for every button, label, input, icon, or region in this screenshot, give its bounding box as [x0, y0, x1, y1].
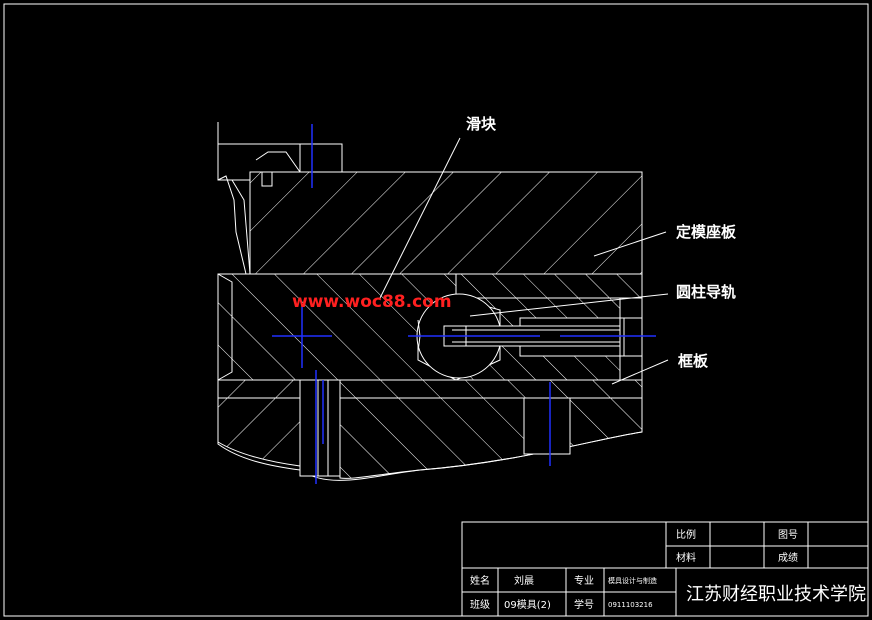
- title-block-scale-label: 比例: [676, 528, 696, 541]
- title-block-class-label: 班级: [470, 599, 490, 611]
- title-block-school: 江苏财经职业技术学院: [686, 584, 866, 605]
- drawing-border: [3, 3, 869, 617]
- title-block-student-no-label: 学号: [574, 598, 594, 611]
- title-block-name-label: 姓名: [470, 574, 490, 587]
- title-block: [461, 521, 869, 617]
- label-guide-rail: 圆柱导轨: [676, 283, 736, 301]
- title-block-drawing-no-label: 图号: [778, 529, 798, 541]
- title-block-name-value: 刘晨: [514, 575, 534, 587]
- title-block-class-value: 09模具(2): [504, 599, 551, 611]
- center-lines: [272, 124, 656, 484]
- label-frame-plate: 框板: [678, 352, 709, 370]
- label-slider: 滑块: [466, 115, 497, 133]
- watermark-text: www.woc88.com: [292, 292, 452, 312]
- title-block-material-label: 材料: [676, 551, 696, 564]
- title-block-major-label: 专业: [574, 574, 594, 587]
- title-block-student-no-value: 0911103216: [608, 601, 653, 609]
- title-block-major-value: 模具设计与制造: [608, 576, 657, 585]
- title-block-grade-label: 成绩: [778, 551, 798, 564]
- leader-lines: [379, 137, 669, 385]
- label-fixed-mold-plate: 定模座板: [676, 223, 737, 241]
